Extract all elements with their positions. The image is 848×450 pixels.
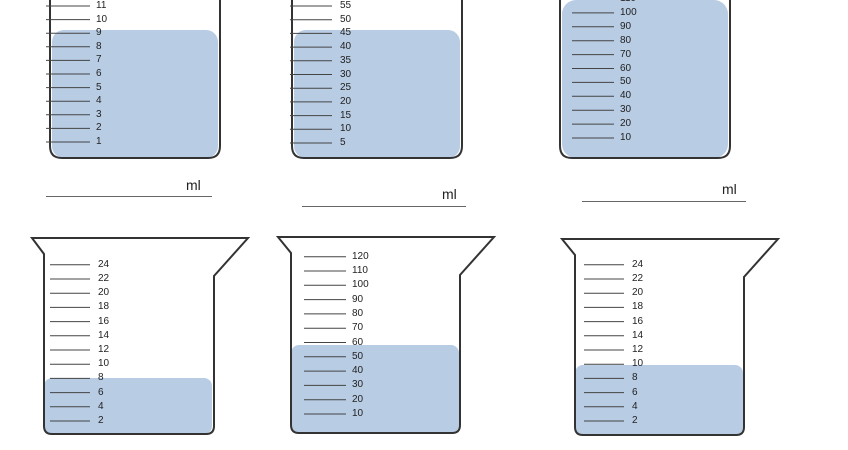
beaker-6-tick-label: 8: [632, 372, 638, 384]
beaker-6-tick-label: 4: [632, 400, 638, 412]
beaker-6-liquid: [575, 365, 743, 435]
beaker-1-tick-label: 7: [96, 54, 102, 66]
beaker-3-tick-label: 100: [620, 6, 637, 18]
beaker-3-tick-label: 60: [620, 62, 632, 74]
beaker-1-tick-label: 1: [96, 136, 102, 147]
beaker-3-tick-label: 10: [620, 132, 632, 143]
beaker-5-tick-label: 70: [352, 322, 364, 334]
beaker-3-tick-label: 70: [620, 48, 632, 60]
beaker-6-tick-label: 10: [632, 358, 644, 370]
beaker-3-liquid: [562, 0, 728, 158]
beaker-4-tick-label: 4: [98, 400, 104, 412]
beaker-1-liquid: [52, 30, 218, 158]
beaker-2-tick-label: 55: [340, 0, 352, 11]
beaker-5-liquid: [291, 345, 459, 433]
beaker-4-tick-label: 6: [98, 386, 104, 398]
beaker-5-tick-label: 120: [352, 250, 369, 262]
beaker-4-tick-label: 2: [98, 415, 104, 426]
beaker-4-tick-label: 20: [98, 287, 110, 299]
beaker-2-tick-label: 5: [340, 137, 346, 148]
beaker-3-tick-label: 90: [620, 20, 632, 32]
beaker-2-tick-label: 35: [340, 54, 352, 66]
beaker-4-tick-label: 24: [98, 258, 110, 270]
unit-label-2: ml: [442, 186, 457, 202]
beaker-6-tick-label: 22: [632, 273, 644, 284]
beaker-3-tick-label: 110: [620, 0, 636, 4]
beaker-2-tick-label: 20: [340, 95, 352, 107]
beaker-1-drawing: [46, 0, 221, 159]
beaker-2-tick-label: 15: [340, 109, 352, 121]
beaker-5-drawing: [275, 236, 497, 434]
beaker-2-tick-label: 40: [340, 41, 352, 53]
unit-label-1: ml: [186, 177, 201, 193]
beaker-3-drawing: [559, 0, 731, 159]
beaker-5-tick-label: 110: [352, 265, 368, 276]
beaker-6-tick-label: 24: [632, 258, 644, 270]
beaker-3-tick-label: 80: [620, 34, 632, 46]
beaker-4-tick-label: 18: [98, 301, 110, 313]
unit-label-3: ml: [722, 181, 737, 197]
beaker-5-tick-label: 40: [352, 365, 364, 377]
beaker-2-tick-label: 50: [340, 13, 352, 25]
beaker-2-tick-label: 30: [340, 68, 352, 80]
beaker-3-tick-label: 40: [620, 90, 632, 102]
beaker-5-tick-label: 10: [352, 408, 364, 419]
beaker-4-tick-label: 12: [98, 344, 110, 355]
beaker-5-tick-label: 30: [352, 379, 364, 391]
beaker-1-tick-label: 6: [96, 68, 102, 79]
beaker-2-outline: [291, 0, 463, 159]
beaker-5: 10 20 30 40 50 60 70 80 90 100 110 120: [274, 235, 498, 437]
beaker-5-tick-label: 100: [352, 279, 369, 291]
beaker-1-tick-label: 4: [96, 95, 102, 107]
beaker-2-tick-label: 25: [340, 82, 352, 94]
beaker-4-outline: [30, 237, 251, 435]
answer-line-3[interactable]: [582, 201, 746, 202]
beaker-1-tick-label: 9: [96, 27, 102, 39]
beaker-6-tick-label: 12: [632, 344, 644, 355]
beaker-4-tick-label: 10: [98, 358, 110, 370]
beaker-4-drawing: [30, 237, 251, 435]
beaker-5-tick-label: 90: [352, 293, 364, 305]
beaker-2-liquid: [294, 30, 460, 158]
beaker-6-tick-label: 6: [632, 386, 638, 398]
beaker-2-tick-label: 45: [340, 27, 352, 39]
beaker-3-tick-label: 50: [620, 76, 632, 88]
beaker-6-tick-label: 2: [632, 415, 638, 426]
beaker-4-tick-label: 14: [98, 329, 110, 341]
beaker-5-tick-label: 50: [352, 350, 364, 362]
beaker-5-tick-label: 60: [352, 336, 364, 348]
beaker-1-tick-label: 2: [96, 122, 102, 134]
beaker-1-tick-label: 8: [96, 40, 102, 52]
beaker-4-liquid: [44, 378, 212, 434]
beaker-6-tick-label: 16: [632, 315, 644, 327]
beaker-1-tick-label: 3: [96, 108, 102, 120]
beaker-6-tick-label: 14: [632, 329, 644, 341]
beaker-4-tick-label: 16: [98, 315, 110, 327]
beaker-1-tick-label: 10: [96, 13, 108, 25]
beaker-1-tick-label: 11: [96, 0, 107, 11]
beaker-3: 10 20 30 40 50 60 70 80 90 100 110: [550, 0, 740, 165]
beaker-5-tick-label: 80: [352, 307, 364, 319]
beaker-3-tick-label: 30: [620, 104, 632, 116]
beaker-2-tick-label: 10: [340, 123, 352, 135]
beaker-6-drawing: [559, 238, 781, 436]
beaker-1-outline: [49, 0, 221, 159]
beaker-6-tick-label: 20: [632, 287, 644, 299]
beaker-5-tick-label: 20: [352, 393, 364, 405]
beaker-3-tick-label: 20: [620, 118, 632, 130]
beaker-1-tick-label: 5: [96, 81, 102, 93]
beaker-6-outline: [559, 238, 781, 436]
answer-line-1[interactable]: [46, 196, 212, 197]
beaker-5-outline: [275, 236, 497, 434]
beaker-3-outline: [559, 0, 731, 159]
beaker-4-tick-label: 22: [98, 273, 110, 284]
answer-line-2[interactable]: [302, 206, 466, 207]
beaker-2-drawing: [290, 0, 463, 159]
beaker-4-tick-label: 8: [98, 372, 104, 384]
beaker-6-tick-label: 18: [632, 301, 644, 313]
